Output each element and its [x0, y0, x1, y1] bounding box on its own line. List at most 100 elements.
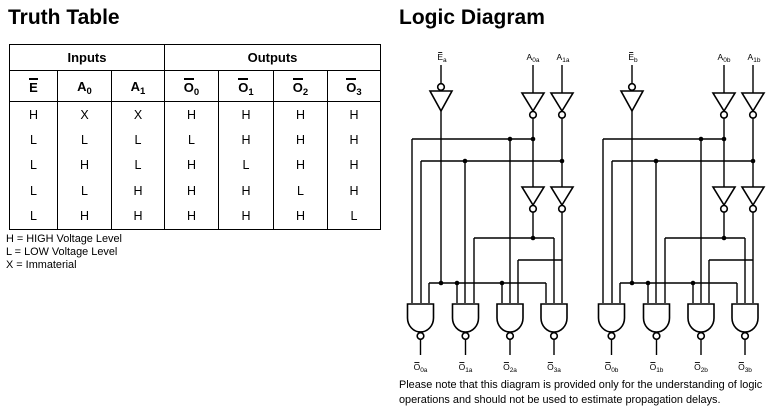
label-sub: 1b [753, 57, 761, 64]
table-cell: L [57, 127, 112, 153]
inversion-bubble-icon [607, 331, 616, 341]
nand-gate-icon [451, 303, 480, 333]
legend-item-low: L = LOW Voltage Level [6, 246, 118, 258]
address-0-second-inverter-gate-icon [520, 186, 546, 207]
column-header-row: E A0 A1 O0 O1 O2 O3 [9, 70, 381, 102]
label-main: A [557, 52, 563, 62]
enable-input-label: Eb [628, 52, 638, 64]
inversion-bubble-icon [719, 110, 729, 119]
table-cell: X [57, 101, 112, 128]
label-sub: 0a [420, 367, 428, 374]
diagram-note-line: Please note that this diagram is provide… [399, 379, 763, 391]
nand-gate-icon [540, 303, 568, 333]
nand-gate-icon [731, 303, 759, 333]
table-cell: L [57, 178, 112, 204]
label-sub: 2a [510, 367, 518, 374]
table-cell: H [57, 203, 112, 230]
label-sub: 0a [532, 57, 540, 64]
enable-input-label: Ea [437, 52, 447, 64]
inversion-bubble-icon [416, 331, 425, 341]
table-cell: H [218, 127, 274, 153]
label-sub: 0b [611, 367, 619, 374]
header-sub: 1 [248, 86, 254, 98]
inversion-bubble-icon [748, 110, 758, 119]
label-sub: 3b [745, 367, 753, 374]
truth-table-title: Truth Table [8, 6, 120, 29]
label-sub: 1b [656, 367, 664, 374]
output-label-1: O1b [650, 362, 664, 374]
table-cell: H [164, 101, 219, 128]
table-cell: H [273, 152, 328, 179]
column-header-o2: O2 [273, 70, 328, 102]
header-main: E [29, 77, 38, 95]
label-main: E [628, 52, 634, 62]
nand-gate-icon [496, 303, 524, 333]
diagram-note: Please note that this diagram is provide… [399, 378, 762, 408]
table-cell: H [349, 183, 359, 198]
table-cell: L [111, 152, 165, 179]
label-main: O [503, 362, 510, 372]
label-main: O [605, 362, 612, 372]
table-cell: H [218, 178, 274, 204]
output-label-1: O1a [459, 362, 473, 374]
label-main: O [694, 362, 701, 372]
address-1-input-label: A1b [748, 52, 761, 64]
outputs-group-header: Outputs [164, 44, 381, 71]
output-label-2: O2a [503, 362, 517, 374]
inversion-bubble-icon [528, 204, 538, 213]
table-cell: H [218, 203, 274, 230]
address-1-inverter-gate-icon [740, 92, 766, 113]
table-cell: H [164, 152, 219, 179]
nand-gate-icon [406, 303, 435, 333]
output-label-3: O3b [738, 362, 752, 374]
label-sub: 0b [723, 57, 731, 64]
column-header-enable: E [9, 70, 58, 102]
column-header-a1: A1 [111, 70, 165, 102]
table-cell: H [349, 107, 359, 122]
table-cell: H [273, 127, 328, 153]
nand-gate-icon [687, 303, 715, 333]
address-0-second-inverter-gate-icon [711, 186, 737, 207]
table-cell: L [9, 152, 58, 179]
header-sub: 3 [356, 86, 362, 98]
address-1-inverter-gate-icon [549, 92, 575, 113]
truth-table-legend: H = HIGH Voltage Level L = LOW Voltage L… [6, 233, 122, 272]
output-label-2: O2b [694, 362, 708, 374]
header-main: A [77, 78, 87, 94]
label-main: O [414, 362, 421, 372]
label-main: O [650, 362, 657, 372]
header-sub: 2 [302, 86, 309, 98]
enable-buffer-gate-icon [428, 90, 454, 113]
inversion-bubble-icon [719, 204, 729, 213]
header-main: O [292, 77, 303, 95]
table-cell: H [111, 178, 165, 204]
inversion-bubble-icon [505, 331, 515, 341]
inversion-bubble-icon [627, 82, 637, 92]
inversion-bubble-icon [740, 331, 750, 341]
table-row: L H H H H H L [9, 203, 381, 230]
table-cell: L [164, 127, 219, 153]
label-main: A [748, 52, 754, 62]
inversion-bubble-icon [652, 331, 661, 341]
label-main: E [437, 52, 443, 62]
label-main: A [718, 52, 724, 62]
address-1-input-label: A1a [557, 52, 570, 64]
address-0-inverter-gate-icon [711, 92, 737, 113]
nand-gate-icon [597, 303, 626, 333]
table-cell: H [57, 152, 112, 179]
table-cell: H [349, 158, 359, 173]
table-cell: X [111, 101, 165, 128]
diagram-note-line: operations and should not be used to est… [399, 394, 721, 406]
column-header-a0: A0 [57, 70, 112, 102]
header-main: A [130, 78, 141, 94]
logic-diagram-title: Logic Diagram [399, 6, 545, 29]
table-cell: H [273, 101, 328, 128]
table-cell: L [9, 178, 58, 204]
label-sub: 2b [701, 367, 709, 374]
column-header-o0: O0 [164, 70, 219, 102]
table-cell: H [9, 101, 58, 128]
table-row: L L L L H H H [9, 127, 381, 153]
table-cell: H [349, 133, 359, 148]
